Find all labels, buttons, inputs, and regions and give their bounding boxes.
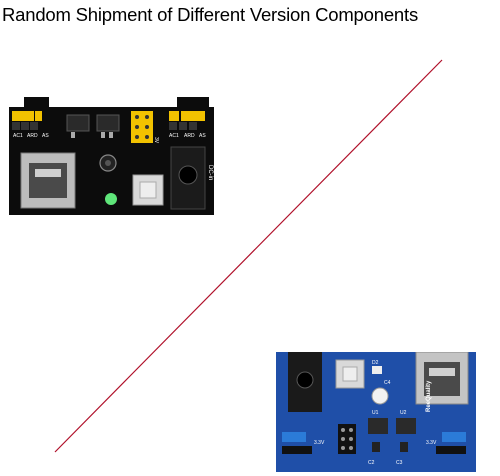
svg-text:C4: C4 <box>384 380 391 386</box>
left-pin-label: AC1 <box>13 133 23 139</box>
svg-text:3.3V: 3.3V <box>426 440 437 446</box>
svg-text:3.3V: 3.3V <box>314 440 325 446</box>
black-power-module-image: AC1 ARD AS AC1 ARD AS 3V DC-in <box>9 97 214 215</box>
blue-power-module-image: D2 C4 ReeQuality U1 U2 C2 C3 3.3V 3.3V <box>276 352 476 472</box>
svg-text:C2: C2 <box>368 460 375 466</box>
svg-text:U1: U1 <box>372 410 379 416</box>
svg-text:C3: C3 <box>396 460 403 466</box>
svg-text:AS: AS <box>199 133 206 139</box>
page-title: Random Shipment of Different Version Com… <box>2 4 418 25</box>
svg-text:ARD: ARD <box>184 133 195 139</box>
svg-text:AS: AS <box>42 133 49 139</box>
svg-text:3V: 3V <box>153 137 159 144</box>
svg-text:D2: D2 <box>372 360 379 366</box>
svg-text:U2: U2 <box>400 410 407 416</box>
svg-text:ARD: ARD <box>27 133 38 139</box>
svg-text:AC1: AC1 <box>169 133 179 139</box>
svg-text:ReeQuality: ReeQuality <box>426 380 432 412</box>
svg-text:DC-in: DC-in <box>207 165 213 180</box>
